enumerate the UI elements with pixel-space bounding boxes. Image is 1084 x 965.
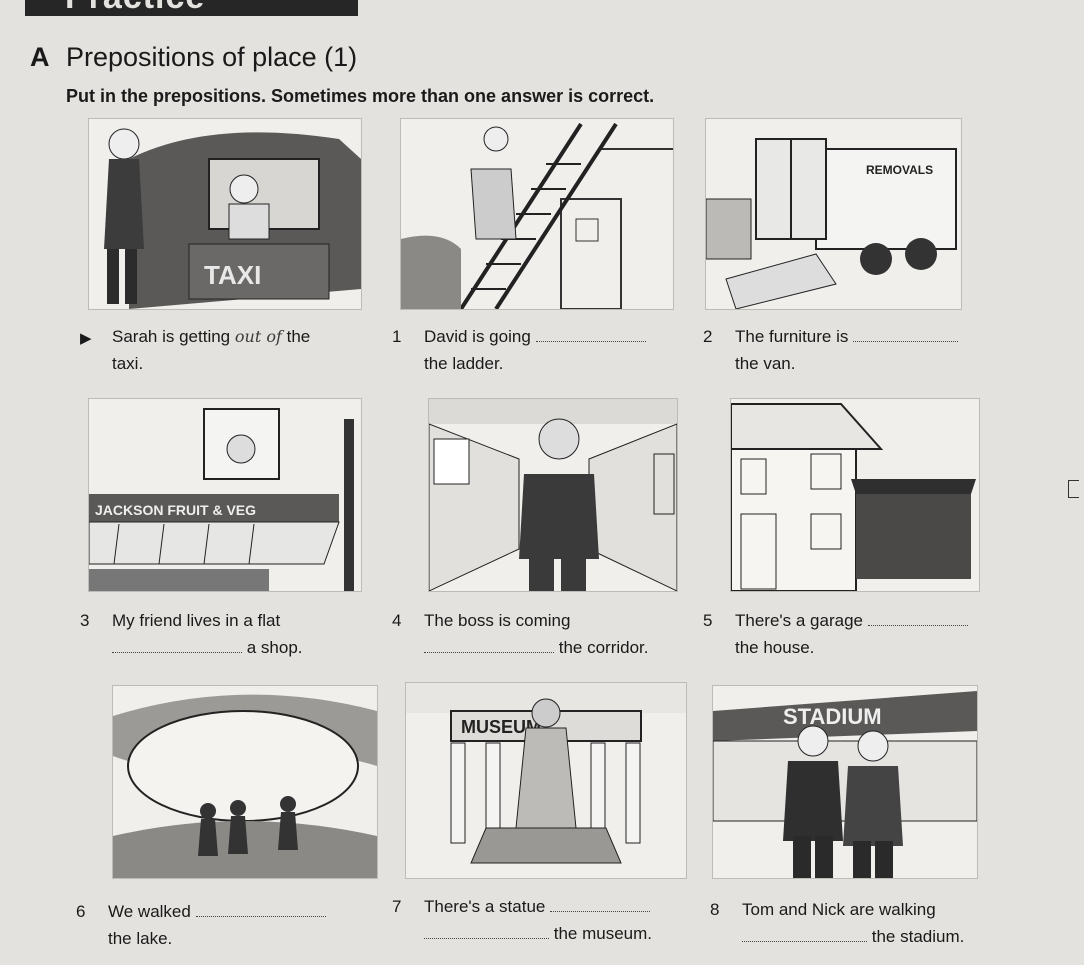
arrow-right-icon: ▶ [80,330,92,347]
example-item: ▶ Sarah is getting out of the taxi. [80,327,311,373]
exercise-number: 1 [392,327,402,346]
exercise-item-3: 3 My friend lives in a flat a shop. [80,607,382,661]
exercise-item-2: 2 The furniture is the van. [703,323,980,377]
exercise-number: 4 [392,611,402,630]
answer-blank-5[interactable] [867,609,968,626]
answer-blank-2[interactable] [853,325,959,342]
exercise-number: 3 [80,611,90,630]
exercise-number: 2 [703,327,713,346]
picture-van: REMOVALS [705,118,962,310]
instructions: Put in the prepositions. Sometimes more … [66,86,655,106]
header-bar: Practice [25,0,358,16]
answer-blank-4[interactable] [424,636,554,653]
exercise-number: 5 [703,611,713,630]
picture-corridor [428,398,678,592]
answer-blank-3[interactable] [112,636,242,653]
picture-stadium: STADIUM [712,685,978,879]
answer-blank-7a[interactable] [550,895,651,912]
picture-taxi: TAXI [88,118,362,310]
section-title: Prepositions of place (1) [66,42,358,72]
page-edge-mark [1068,480,1079,498]
van-sign-text: REMOVALS [866,163,933,177]
exercise-item-1: 1 David is going the ladder. [392,323,694,377]
museum-sign-text: MUSEUM [461,717,541,737]
section-letter: A [30,42,50,72]
exercise-item-7: 7 There's a statue the museum. [392,893,694,947]
header-text: Practice [65,0,205,16]
taxi-sign-text: TAXI [204,260,261,290]
exercise-item-5: 5 There's a garage the house. [703,607,980,661]
exercise-number: 8 [710,900,720,919]
stadium-sign-text: STADIUM [783,704,882,729]
exercise-number: 6 [76,902,86,921]
example-answer: out of [234,327,282,346]
shop-sign-text: JACKSON FRUIT & VEG [95,502,256,518]
picture-house-garage [730,398,980,592]
exercise-item-8: 8 Tom and Nick are walking the stadium. [710,896,992,950]
picture-shop: JACKSON FRUIT & VEG [88,398,362,592]
answer-blank-1[interactable] [535,325,646,342]
picture-museum: MUSEUM [405,682,687,879]
picture-lake [112,685,378,879]
exercise-item-4: 4 The boss is coming the corridor. [392,607,694,661]
picture-ladder [400,118,674,310]
answer-blank-8[interactable] [742,925,867,942]
answer-blank-7b[interactable] [424,922,549,939]
answer-blank-6[interactable] [195,900,326,917]
exercise-item-6: 6 We walked the lake. [76,898,378,952]
exercise-number: 7 [392,897,402,916]
